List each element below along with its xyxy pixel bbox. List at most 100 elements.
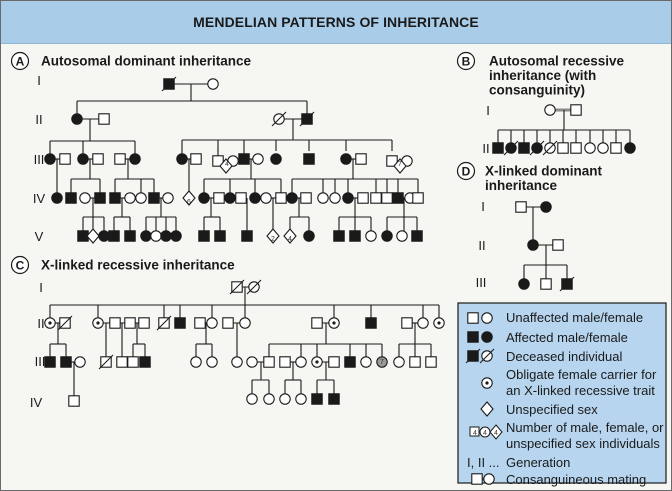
badge-circle	[456, 161, 476, 181]
legend-label-unspecified: Unspecified sex	[506, 402, 598, 417]
section-d-badge: D	[462, 165, 471, 179]
affected-female-symbol	[51, 192, 63, 204]
unaffected-unspecified-symbol	[182, 190, 196, 206]
carrier-dot	[315, 360, 319, 364]
badge-circle	[10, 51, 30, 71]
carrier-dot	[437, 321, 441, 325]
affected-female-symbol	[170, 230, 182, 242]
legend-box	[457, 302, 667, 484]
affected-female-symbol	[140, 230, 152, 242]
affected-male-symbol	[365, 317, 377, 329]
legend-icons	[465, 312, 503, 485]
unaffected-female-symbol	[481, 312, 493, 324]
affected-male-symbol	[411, 230, 423, 242]
gen-label-d-1: I	[481, 199, 485, 214]
count-a-iii-right: 7	[398, 161, 402, 168]
affected-male-symbol	[349, 230, 361, 242]
affected-male-symbol	[518, 142, 530, 154]
unaffected-male-symbol	[92, 153, 104, 165]
unaffected-male-symbol	[116, 356, 128, 368]
carrier-dot	[332, 321, 336, 325]
affected-male-symbol	[311, 393, 323, 405]
unaffected-female-symbol	[231, 356, 243, 368]
unaffected-male-symbol	[235, 192, 247, 204]
count-a-iii-left: 4	[225, 161, 229, 168]
affected-male-symbol	[241, 230, 253, 242]
affected-female-symbol	[540, 201, 552, 213]
unaffected-male-symbol	[213, 192, 225, 204]
unaffected-male-symbol	[471, 473, 483, 485]
affected-male-symbol	[124, 230, 136, 242]
affected-male-symbol	[60, 356, 72, 368]
unaffected-male-symbol	[114, 153, 126, 165]
gen-label-b-2: II	[482, 141, 489, 156]
affected-male-symbol	[198, 230, 210, 242]
count-a-iv: 6	[187, 199, 191, 206]
affected-male-symbol	[344, 356, 356, 368]
count-a-v-2: 4	[288, 236, 292, 243]
deceased-slash	[542, 140, 558, 156]
unaffected-unspecified-symbol	[480, 401, 494, 417]
affected-female-symbol	[224, 192, 236, 204]
deceased-slash	[503, 140, 519, 156]
unaffected-female-symbol	[135, 192, 147, 204]
legend: Unaffected male/female Affected male/fem…	[457, 302, 667, 487]
unaffected-female-symbol	[417, 317, 429, 329]
unaffected-unspecified-symbol	[393, 158, 407, 174]
badge-circle	[10, 255, 30, 275]
gen-label-a-3: III	[34, 152, 45, 167]
deceased-slash	[246, 279, 262, 295]
unaffected-female-symbol	[365, 230, 377, 242]
legend-label-number-1: Number of male, female, or	[506, 420, 664, 435]
unaffected-female-symbol	[162, 192, 174, 204]
section-b-header: B Autosomal recessive inheritance (with …	[456, 51, 625, 98]
deceased-slash	[559, 276, 575, 292]
gen-label-a-4: IV	[33, 191, 46, 206]
legend-count-f: 4	[483, 430, 487, 437]
deceased-slash	[271, 111, 287, 127]
unaffected-female-symbol	[74, 356, 86, 368]
badge-circle	[456, 51, 476, 71]
unaffected-male-symbol	[98, 113, 110, 125]
affected-female-symbol	[527, 239, 539, 251]
unaffected-male-symbol	[328, 356, 340, 368]
affected-female-symbol	[44, 153, 56, 165]
unaffected-male-symbol	[279, 356, 291, 368]
section-b-badge: B	[462, 55, 471, 69]
affected-female-symbol	[71, 113, 83, 125]
count-male-symbol	[469, 426, 480, 437]
count-a-v-1: 2	[271, 236, 275, 243]
unaffected-male-symbol	[370, 192, 382, 204]
gen-label-a-5: V	[35, 229, 44, 244]
unaffected-male-symbol	[570, 142, 582, 154]
deceased-slash	[57, 315, 73, 331]
unaffected-male-symbol	[401, 317, 413, 329]
unaffected-male-symbol	[222, 317, 234, 329]
unaffected-female-symbol	[252, 153, 264, 165]
unaffected-female-symbol	[376, 356, 388, 368]
carrier-dot	[96, 321, 100, 325]
affected-female-symbol	[270, 153, 282, 165]
unaffected-male-symbol	[386, 155, 398, 167]
gen-label-c-2: II	[37, 316, 44, 331]
unaffected-female-symbol	[206, 317, 218, 329]
unaffected-male-symbol	[124, 317, 136, 329]
unaffected-female-symbol	[279, 393, 291, 405]
affected-male-symbol	[392, 192, 404, 204]
generation-labels: I II III IV V I II I II III IV I II III	[30, 73, 490, 410]
unaffected-female-symbol	[239, 317, 251, 329]
unaffected-male-symbol	[311, 317, 323, 329]
figure-title: MENDELIAN PATTERNS OF INHERITANCE	[193, 14, 479, 30]
affected-male-symbol	[148, 192, 160, 204]
unaffected-male-symbol	[610, 142, 622, 154]
legend-label-generation: Generation	[506, 455, 570, 470]
count-labels: 4 7 6 2 4 7	[187, 161, 402, 366]
section-c-badge: C	[16, 259, 25, 273]
affected-male-symbol	[174, 317, 186, 329]
unaffected-female-symbol	[260, 192, 272, 204]
gen-label-b-1: I	[486, 103, 490, 118]
unaffected-female-symbol	[393, 356, 405, 368]
affected-female-symbol	[340, 153, 352, 165]
deceased-slash	[156, 315, 172, 331]
